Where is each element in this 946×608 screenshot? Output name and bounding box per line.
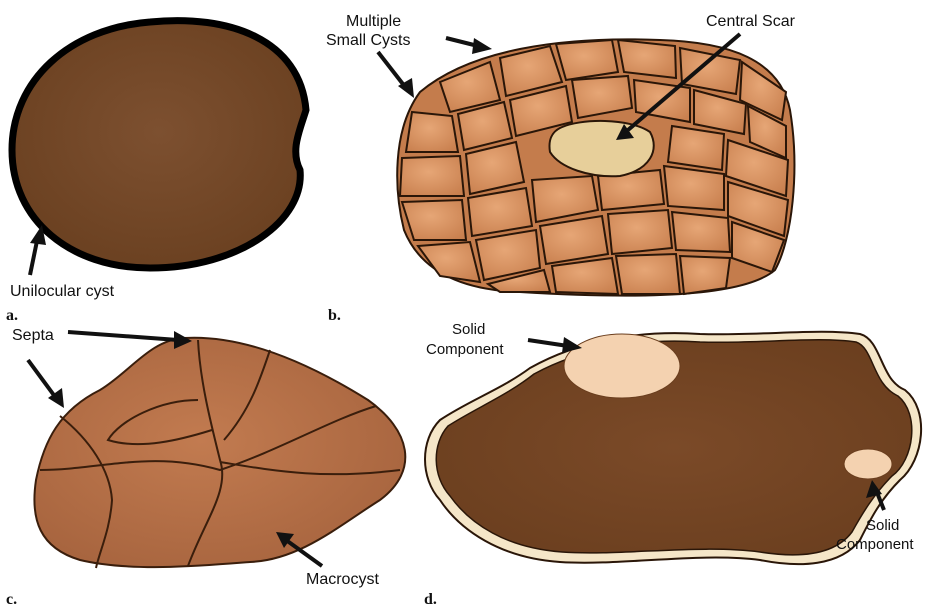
small-cyst (664, 166, 724, 210)
unilocular-cyst-label: Unilocular cyst (10, 283, 115, 300)
solid-component-right-label-line1: Solid (866, 517, 899, 534)
panel-a: Unilocular cyst a. (6, 21, 306, 324)
solid-component-right (844, 449, 892, 479)
solid-component-top-label-line1: Solid (452, 321, 485, 338)
solid-component-right-label-line2: Component (836, 536, 914, 553)
macrocyst-shape (34, 338, 405, 567)
unilocular-cyst-shape (12, 21, 306, 268)
solid-component-top-label-line2: Component (426, 341, 504, 358)
small-cyst (556, 40, 618, 80)
solid-component-top (564, 334, 680, 398)
multiple-cysts-arrow-down (378, 52, 414, 98)
panel-b-letter: b. (328, 307, 341, 324)
septa-arrow-down (28, 360, 64, 408)
panel-d: Solid Component Solid Component d. (424, 321, 921, 608)
panel-a-letter: a. (6, 307, 18, 324)
central-scar-label: Central Scar (706, 13, 796, 30)
small-cyst (616, 254, 680, 294)
panel-c-letter: c. (6, 591, 17, 608)
septa-label: Septa (12, 327, 54, 344)
panel-c: Septa Macrocyst c. (6, 327, 405, 608)
small-cyst (668, 126, 724, 170)
small-cyst (680, 256, 730, 294)
small-cyst (400, 156, 464, 196)
panel-d-letter: d. (424, 591, 437, 608)
small-cyst (406, 112, 458, 152)
multiple-cysts-arrow-right (446, 38, 492, 54)
macrocyst-label: Macrocyst (306, 571, 379, 588)
multiple-small-cysts-label-line1: Multiple (346, 13, 401, 30)
small-cyst (618, 40, 676, 78)
small-cyst (402, 200, 466, 240)
small-cyst (672, 212, 730, 252)
multiple-small-cysts-label-line2: Small Cysts (326, 32, 410, 49)
panel-b: Multiple Small Cysts Central Scar b. (326, 13, 796, 324)
small-cyst (608, 210, 672, 254)
